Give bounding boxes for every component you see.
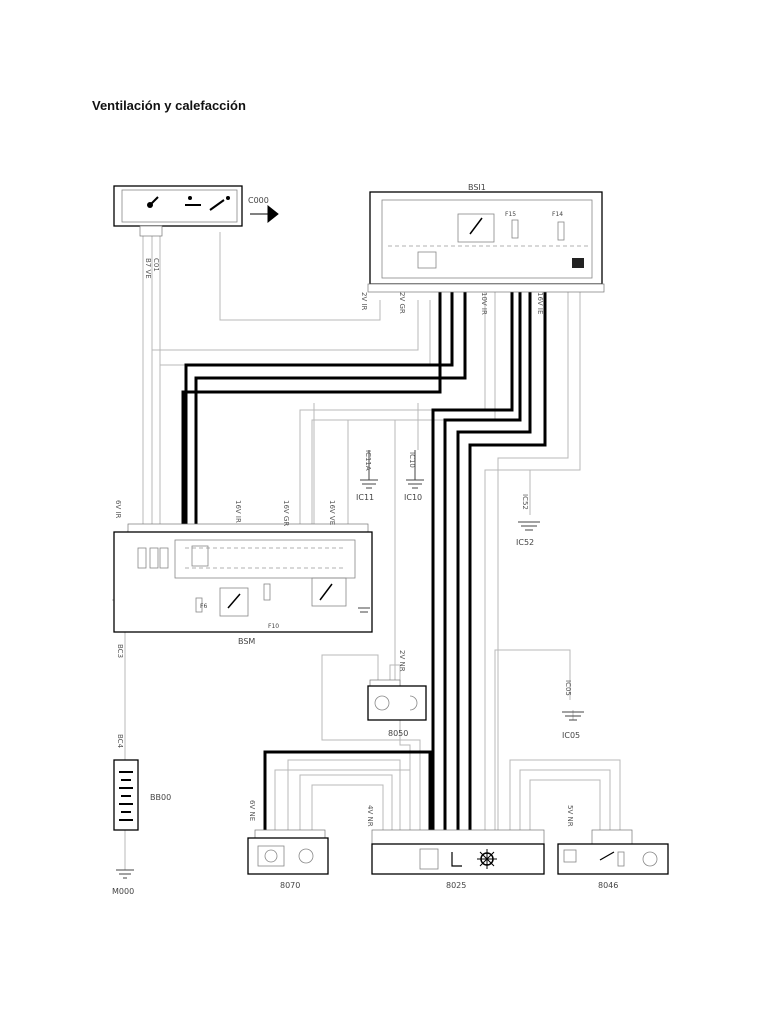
ground-ic11-label: IC11 [356, 493, 374, 502]
m000-wire: BC3 [116, 644, 124, 658]
c000-switch: C000 B7 VE C01 [113, 185, 279, 279]
c000-wire-right: C01 [152, 258, 160, 272]
ground-ic52-label: IC52 [516, 538, 534, 547]
m000-label: M000 [112, 887, 134, 896]
ground-ic10-label: IC10 [404, 493, 422, 502]
ground-ic52: IC52 IC52 [516, 494, 540, 547]
splice-ic05: IC05 [564, 680, 572, 696]
page-title: Ventilación y calefacción [92, 98, 246, 113]
bb00-battery: BB00 BC4 BC3 M000 [112, 644, 171, 896]
c8025-panel: 8025 4V NR [366, 805, 545, 890]
c8050-wire: 2V NR [398, 650, 406, 672]
bsi1-label: BSI1 [468, 183, 486, 192]
c8025-label: 8025 [446, 881, 466, 890]
bsm-label: BSM [238, 637, 255, 646]
bsm-wire-1: 6V IR [114, 500, 122, 519]
bsm-fuse-f6: F6 [200, 603, 207, 610]
c8050-sensor: 8050 2V NR [367, 650, 427, 738]
bsm-unit: BSM F10 F6 6V IR 16V IR 16V GR 16V VE [113, 500, 373, 646]
bsm-wire-4: 16V VE [328, 500, 336, 525]
bsi1-wire-2: 2V GR [398, 292, 406, 314]
c8050-label: 8050 [388, 729, 408, 738]
ground-ic05: IC05 IC05 [562, 680, 584, 740]
ground-ic05-label: IC05 [562, 731, 580, 740]
c8025-wire: 4V NR [366, 805, 374, 827]
c8070-motor: 8070 6V NE [247, 800, 329, 890]
bb00-wire: BC4 [116, 734, 124, 749]
bsm-wire-2: 16V IR [234, 500, 242, 523]
c8046-sensor: 8046 5V NR [557, 805, 669, 890]
splice-ic52: IC52 [521, 494, 529, 510]
c000-wire-left: B7 VE [144, 258, 152, 279]
bsi1-fuse-f15: F15 [505, 211, 516, 218]
splice-ic10: IC10 [408, 452, 416, 468]
bsi1-fuse-f14: F14 [552, 211, 563, 218]
c8046-label: 8046 [598, 881, 618, 890]
bold-wires [181, 290, 547, 830]
ground-ic11: IC11A IC11 [356, 450, 378, 502]
splice-ic11a: IC11A [364, 450, 372, 471]
ground-ic10: IC10 IC10 [404, 450, 424, 502]
c8070-wire: 6V NE [248, 800, 256, 821]
c8046-wire: 5V NR [566, 805, 574, 827]
bsi1-wire-1: 2V IR [360, 292, 368, 311]
bsm-fuse-f10: F10 [268, 623, 279, 630]
bb00-label: BB00 [150, 793, 171, 802]
c8070-label: 8070 [280, 881, 300, 890]
bsi1-wire-3: 10V IR [480, 292, 488, 315]
bsi1-wire-4: 16V IE [536, 292, 544, 314]
bsi1-connector [367, 283, 605, 293]
c000-label: C000 [248, 196, 269, 205]
bsm-wire-3: 16V GR [282, 500, 290, 526]
bsi1-unit: BSI1 F15 F14 2V IR 2V GR 10V IR 16V IE [360, 183, 605, 315]
